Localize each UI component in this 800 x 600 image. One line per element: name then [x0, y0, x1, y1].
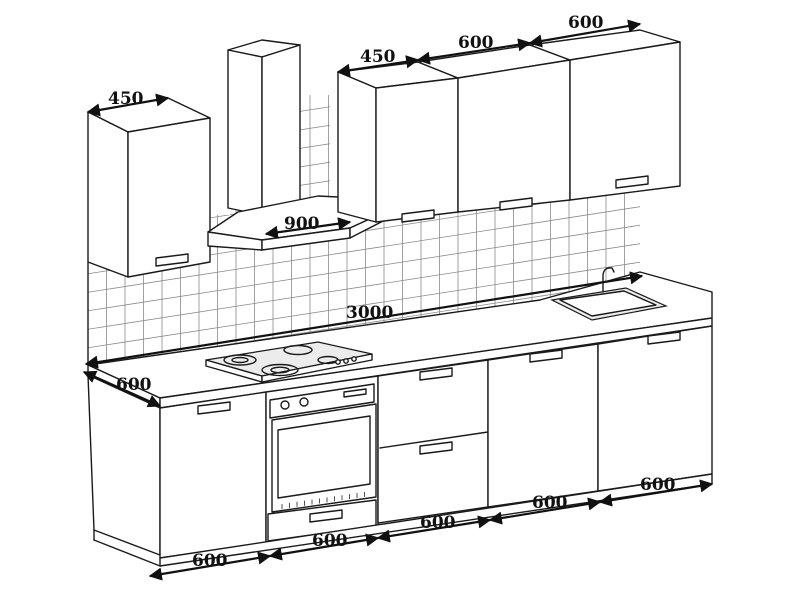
oven-window: [277, 415, 371, 499]
base-5-handle: [647, 331, 681, 345]
dim-base-3: 600: [420, 513, 456, 533]
oven-drawer-handle: [309, 509, 343, 523]
oven: [265, 375, 379, 544]
dim-depth: 600: [116, 375, 152, 395]
base-cabinet-5: [597, 325, 713, 492]
oven-knob-icon: [280, 400, 290, 410]
dim-upper-center-width: 600: [458, 33, 494, 53]
dim-upper-right-width: 600: [568, 13, 604, 33]
dim-base-2: 600: [312, 531, 348, 551]
upper-center-handle: [499, 197, 533, 211]
cooktop-knob-icon: [343, 358, 349, 364]
base-cabinet-1: [159, 391, 267, 559]
dim-base-1: 600: [192, 551, 228, 571]
oven-knob-icon: [299, 397, 309, 407]
drawer-bottom-handle: [419, 441, 453, 455]
upper-right-handle: [615, 175, 649, 189]
upper-mid-handle: [401, 209, 435, 223]
dim-upper-mid-width: 450: [360, 47, 396, 67]
dim-base-4: 600: [532, 493, 568, 513]
upper-left-handle: [155, 253, 189, 267]
dim-total-length: 3000: [346, 303, 393, 323]
base-cabinet-4: [487, 343, 599, 508]
drawer-top-handle: [419, 367, 453, 381]
dim-upper-left-width: 450: [108, 89, 144, 109]
dim-base-5: 600: [640, 475, 676, 495]
base-cabinet-drawers: [377, 359, 489, 524]
dim-hood-width: 900: [284, 214, 320, 234]
base-1-handle: [197, 401, 231, 415]
cooktop-knob-icon: [351, 356, 357, 362]
upper-cabinet-left: [87, 97, 211, 278]
dimension-lines: 450 450 600 600 900 3000 600 600 600 600…: [82, 13, 714, 581]
upper-cabinet-mid: [337, 61, 459, 223]
cooktop-knob-icon: [335, 359, 341, 365]
